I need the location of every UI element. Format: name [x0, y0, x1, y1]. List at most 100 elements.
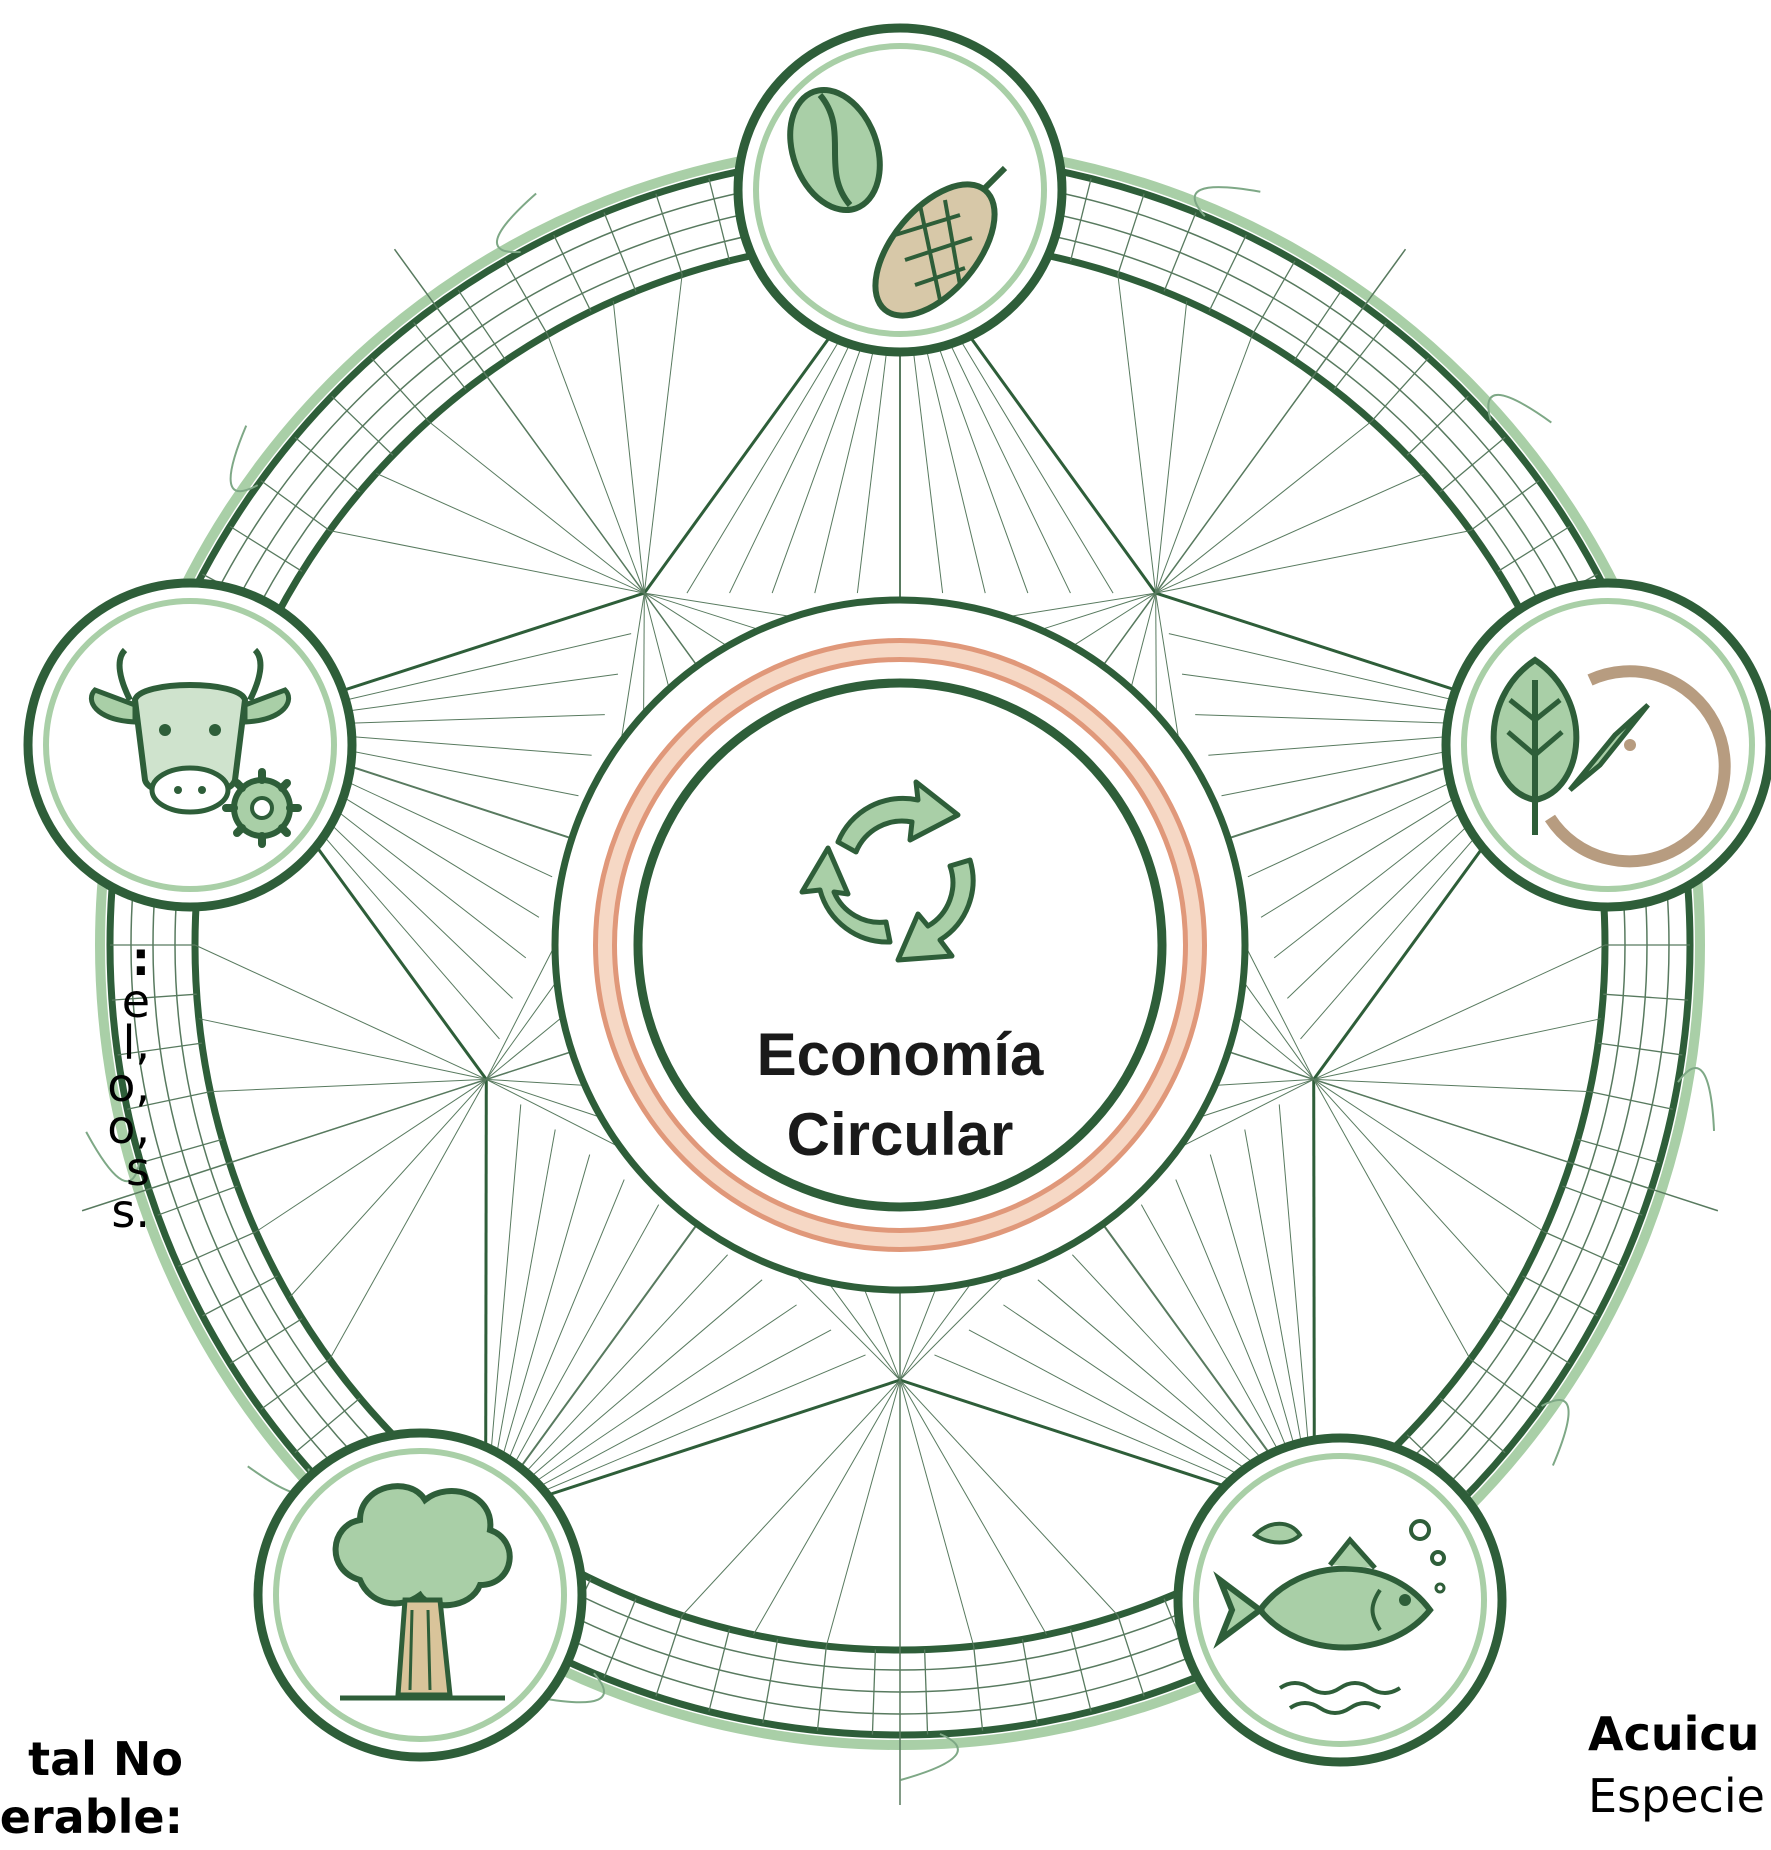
band-hatch [816, 1646, 827, 1731]
band-hatch [762, 1639, 779, 1724]
inner-fan [899, 1287, 937, 1381]
inner-fan [643, 593, 645, 715]
band-hatch [370, 357, 429, 422]
band-hatch [111, 993, 197, 1001]
outer-fan [1313, 1079, 1471, 1360]
band-hatch [1577, 1138, 1660, 1164]
center-title-line1: Economía [757, 1021, 1044, 1088]
inner-fan [643, 592, 670, 689]
outer-fan [427, 420, 645, 594]
band-hatch [1406, 395, 1469, 456]
vine [495, 192, 537, 254]
vine [1487, 394, 1552, 424]
inner-fan [644, 592, 760, 631]
outer-fan [329, 1079, 487, 1360]
band-hatch [553, 234, 592, 312]
inner-fan [486, 1078, 622, 1149]
outer-fan [1313, 944, 1606, 1080]
outer-fan [899, 1379, 1048, 1635]
band-hatch [1603, 993, 1689, 1001]
inner-fan [1178, 1078, 1314, 1149]
outer-fan [1117, 274, 1157, 594]
band-hatch [1371, 357, 1430, 422]
left-bottom-line-1: tal No [28, 1732, 183, 1786]
band-hatch [708, 178, 731, 262]
outer-fan [198, 1018, 487, 1080]
leaf-compass-icon [1490, 656, 1731, 868]
band-hatch [1208, 234, 1247, 312]
band-hatch [1251, 260, 1296, 335]
hub-outer-ring [551, 596, 1249, 1294]
outer-fan [612, 300, 645, 594]
band-hatch [655, 1615, 683, 1697]
ray [81, 1050, 573, 1212]
node-coffee-cacao [733, 23, 1067, 357]
outer-fan [289, 1079, 487, 1298]
inner-fan [793, 1272, 901, 1381]
vine [538, 1672, 605, 1704]
band-hatch [708, 1628, 731, 1712]
inner-fan [485, 980, 558, 1080]
left-mid-text-block: : e l, o, o, s s. [107, 932, 150, 1238]
vine [1193, 186, 1261, 217]
band-hatch [1469, 1358, 1540, 1410]
inner-fan [863, 1287, 901, 1381]
band-hatch [1117, 1615, 1145, 1697]
inner-fan [485, 1016, 563, 1080]
coffee-bean-cacao-pod-icon [787, 86, 1008, 319]
hub-peach-ring-inner [598, 643, 1202, 1247]
outer-fan [681, 1379, 901, 1616]
inner-fan [1244, 944, 1315, 1080]
inner-fan [1155, 593, 1157, 715]
band-hatch [1117, 193, 1145, 275]
band-hatch [504, 260, 549, 335]
band-hatch [1163, 212, 1197, 292]
band-hatch [331, 395, 394, 456]
outer-fan [1155, 334, 1253, 594]
right-bottom-line-2: Especie [1588, 1769, 1765, 1823]
inner-fan [1072, 592, 1156, 647]
right-bottom-text-block: Acuicu Especie [1588, 1707, 1765, 1823]
outer-fan [825, 1379, 901, 1647]
left-mid-line-6: s [126, 1142, 150, 1196]
band-hatch [157, 1185, 238, 1216]
star-edge [485, 1378, 901, 1517]
band-hatch [260, 480, 331, 532]
outer-fan [899, 1379, 1119, 1616]
inner-fan [1242, 980, 1315, 1080]
band-hatch [1069, 178, 1092, 262]
inner-fan [1040, 592, 1156, 631]
outer-fan [255, 1079, 487, 1233]
band-hatch [294, 436, 361, 493]
outer-fan [1155, 300, 1188, 594]
center-title-line2: Circular [787, 1101, 1014, 1168]
inner-fan [1215, 1078, 1314, 1086]
recycle-arrows-icon [799, 779, 976, 963]
band-hatch [923, 1649, 929, 1735]
band-hatch [1522, 1275, 1598, 1317]
node-aquaculture [1173, 1433, 1507, 1767]
band-hatch [229, 1318, 303, 1365]
left-mid-line-5: o, [107, 1100, 150, 1154]
inner-fan [899, 1282, 973, 1381]
outer-fan [1313, 1079, 1511, 1298]
band-hatch [1469, 480, 1540, 532]
band-hatch [1562, 1185, 1643, 1216]
inner-fan [620, 593, 645, 743]
tree-icon [332, 1483, 513, 1701]
node-forest [253, 1428, 587, 1762]
band-hatch [1021, 1639, 1038, 1724]
inner-fan [1006, 592, 1156, 618]
band-hatch [229, 525, 303, 572]
fish-water-icon [1213, 1519, 1446, 1715]
band-hatch [1589, 1090, 1673, 1110]
band-hatch [871, 1649, 877, 1735]
left-mid-line-1: : [132, 932, 150, 986]
inner-fan [1155, 593, 1180, 743]
vine [1541, 1399, 1570, 1466]
ray [1227, 1050, 1719, 1212]
inner-fan [644, 592, 728, 647]
band-hatch [140, 1138, 223, 1164]
band-hatch [1497, 525, 1571, 572]
